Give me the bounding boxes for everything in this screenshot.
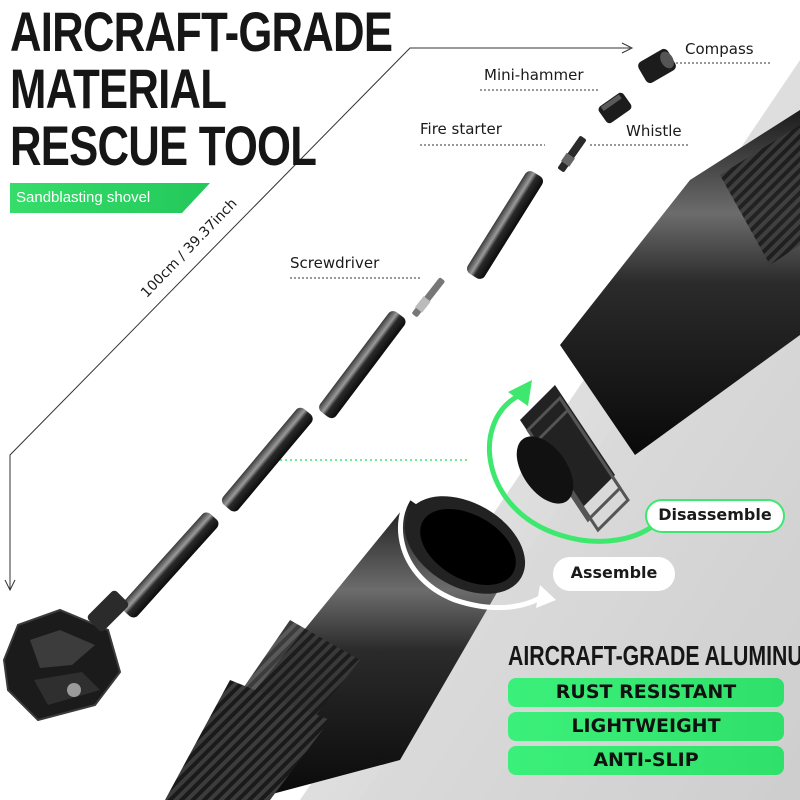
closeup-lower-tube [165, 496, 526, 800]
tube-segment-2 [319, 311, 406, 419]
disassemble-arrow [487, 380, 662, 544]
product-label-ribbon: Sandblasting shovel [10, 183, 210, 213]
headline-line-3: RESCUE TOOL [10, 114, 317, 177]
compass-label: Compass [685, 40, 754, 58]
tube-segment-3 [221, 407, 313, 512]
disassemble-label: Disassemble [645, 499, 785, 533]
screwdriver-part [412, 277, 445, 317]
material-heading: AIRCRAFT-GRADE ALUMINUM [508, 640, 800, 671]
compass-part [638, 48, 676, 84]
assemble-arrow [397, 477, 556, 611]
leader-lines [290, 62, 770, 279]
tube-segment-1 [466, 171, 544, 279]
feature-badge-lightweight: LIGHTWEIGHT [508, 712, 784, 741]
assemble-label: Assemble [553, 557, 675, 591]
length-guide-line [9, 47, 630, 590]
headline-line-2: MATERIAL [10, 57, 227, 120]
whistle-label: Whistle [626, 122, 682, 140]
headline-line-1: AIRCRAFT-GRADE [10, 0, 393, 63]
tube-segment-4 [121, 512, 219, 618]
shovel-head [2, 590, 129, 722]
feature-badge-anti-slip: ANTI-SLIP [508, 746, 784, 775]
fire-starter-label: Fire starter [420, 120, 502, 138]
mini-hammer-part [598, 92, 632, 124]
closeup-upper-tube [516, 110, 800, 533]
feature-badge-rust-resistant: RUST RESISTANT [508, 678, 784, 707]
mini-hammer-label: Mini-hammer [484, 66, 584, 84]
whistle-part [558, 136, 586, 172]
screwdriver-label: Screwdriver [290, 254, 380, 272]
